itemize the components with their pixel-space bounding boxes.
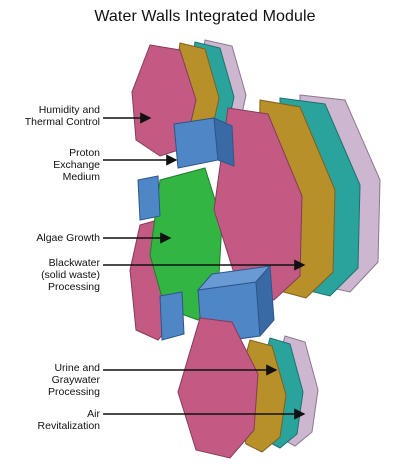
label-proton-exchange: Proton Exchange Medium [4,147,100,183]
label-air-revitalization: Air Revitalization [4,408,100,432]
blue-block-bottom-left [160,292,184,340]
bottom-module-stack [178,318,318,458]
label-blackwater: Blackwater (solid waste) Processing [4,257,100,293]
label-humidity-line1: Humidity and [4,104,100,116]
label-urine-graywater: Urine and Graywater Processing [4,362,100,398]
label-urine-line1: Urine and [4,362,100,374]
label-algae-growth: Algae Growth [4,232,100,244]
label-black-line1: Blackwater [4,257,100,269]
label-algae-line1: Algae Growth [4,232,100,244]
label-humidity-thermal: Humidity and Thermal Control [4,104,100,128]
label-black-line3: Processing [4,281,100,293]
label-urine-line2: Graywater [4,374,100,386]
label-urine-line3: Processing [4,386,100,398]
label-proton-line3: Medium [4,171,100,183]
pink-panel-bottom [178,318,258,458]
label-air-line2: Revitalization [4,420,100,432]
blue-block-upper-front [174,118,218,168]
label-air-line1: Air [4,408,100,420]
label-humidity-line2: Thermal Control [4,116,100,128]
label-black-line2: (solid waste) [4,269,100,281]
label-proton-line1: Proton [4,147,100,159]
right-module-stack [214,95,380,300]
blue-block-left [138,176,160,220]
label-proton-line2: Exchange [4,159,100,171]
